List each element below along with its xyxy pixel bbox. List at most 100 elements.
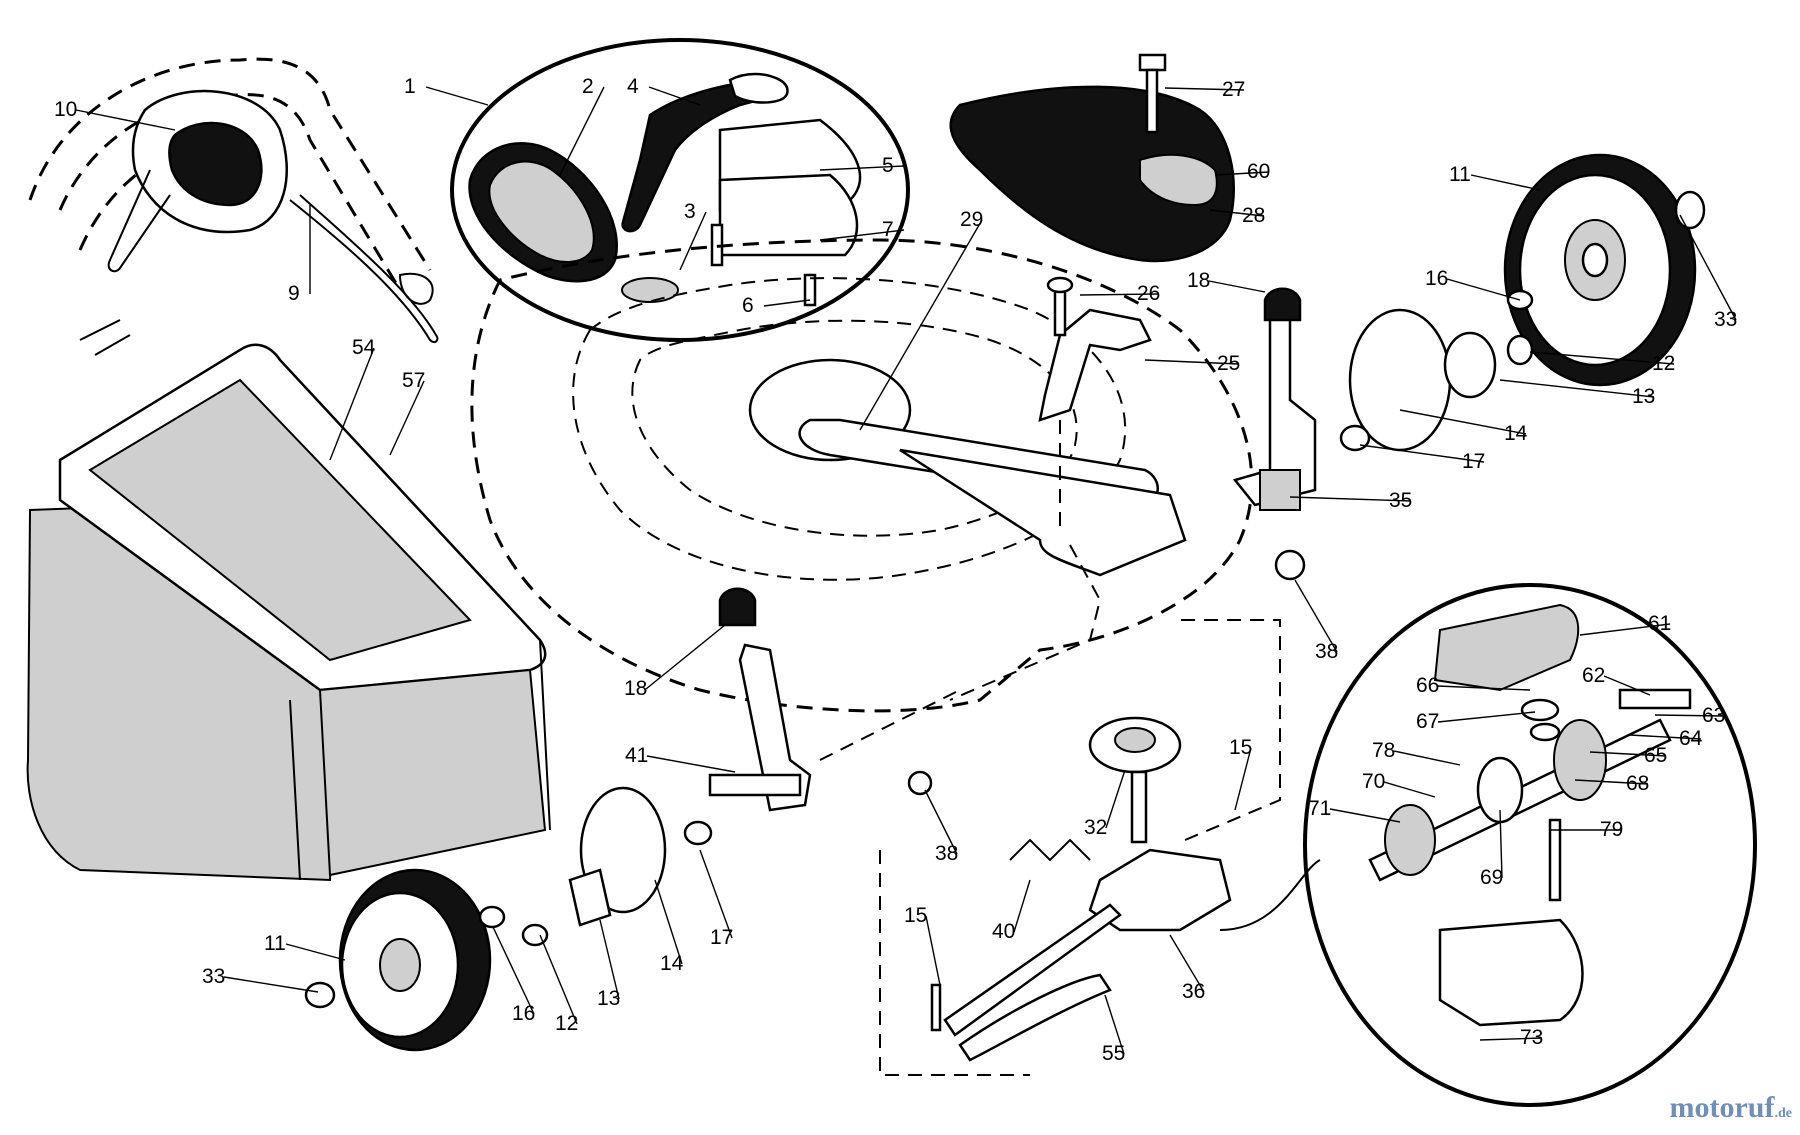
height-adjuster-left	[708, 587, 961, 812]
drive-hub-left	[478, 770, 933, 947]
callout-p54: 54	[352, 336, 376, 359]
leader-line-p1	[425, 86, 489, 106]
leader-line-p11b	[285, 943, 346, 961]
leader-line-p12a	[1529, 351, 1675, 365]
callout-p78: 78	[1372, 739, 1395, 762]
callout-p79: 79	[1600, 818, 1623, 841]
leader-line-p35	[1289, 496, 1412, 502]
callout-p38a: 38	[1315, 640, 1338, 663]
callout-p33b: 33	[202, 965, 225, 988]
callout-p13a: 13	[1632, 385, 1655, 408]
leader-line-p25	[1144, 359, 1240, 365]
callout-p69: 69	[1480, 866, 1503, 889]
leader-line-p63	[1654, 714, 1725, 717]
watermark: motoruf.de	[1670, 1091, 1792, 1125]
leader-line-p2	[559, 86, 605, 176]
callout-p35: 35	[1389, 489, 1412, 512]
leader-line-p40	[1013, 879, 1031, 933]
callout-p12a: 12	[1652, 352, 1675, 375]
watermark-brand: motoruf	[1669, 1091, 1775, 1124]
leader-line-p61	[1579, 623, 1671, 636]
rear-wheel-left	[304, 868, 492, 1052]
callout-p57: 57	[402, 369, 425, 392]
leader-line-p15b	[925, 915, 941, 986]
leader-line-p14a	[1399, 409, 1527, 435]
callout-p71: 71	[1308, 797, 1331, 820]
callout-p13b: 13	[597, 987, 620, 1010]
callout-p3: 3	[684, 200, 696, 223]
leader-line-p62	[1603, 675, 1651, 696]
leader-line-p26	[1079, 293, 1160, 296]
leader-line-p70	[1383, 781, 1436, 798]
leader-line-p11a	[1470, 174, 1541, 191]
callout-p40: 40	[992, 920, 1015, 943]
leader-line-p3	[679, 211, 707, 271]
callout-p60: 60	[1247, 160, 1270, 183]
watermark-tld: .de	[1774, 1106, 1793, 1121]
leader-line-p68	[1574, 779, 1649, 785]
callout-p25: 25	[1217, 352, 1240, 375]
callout-p62: 62	[1582, 664, 1605, 687]
leader-line-p66	[1437, 685, 1531, 691]
callout-p41: 41	[625, 744, 648, 767]
callout-p5: 5	[882, 154, 894, 177]
callout-p2: 2	[582, 75, 594, 98]
callout-p14a: 14	[1504, 422, 1528, 445]
callout-p36: 36	[1182, 980, 1205, 1003]
callout-p38b: 38	[935, 842, 958, 865]
rear-cover	[949, 53, 1235, 263]
leader-line-p18b	[645, 624, 726, 690]
leader-line-p78	[1393, 750, 1461, 766]
callout-p16b: 16	[512, 1002, 535, 1025]
callout-p11b: 11	[264, 932, 286, 955]
callout-p1: 1	[404, 75, 416, 98]
leader-line-p69	[1499, 809, 1503, 879]
grass-catcher	[26, 343, 551, 882]
leader-line-p18a	[1208, 280, 1266, 293]
callout-p12b: 12	[555, 1012, 578, 1035]
callout-p18b: 18	[624, 677, 647, 700]
leader-line-p13a	[1499, 379, 1655, 398]
leader-line-p5	[819, 165, 905, 171]
callout-p11a: 11	[1449, 163, 1471, 186]
callout-p15a: 15	[1229, 736, 1252, 759]
callout-p10: 10	[54, 98, 77, 121]
callout-p64: 64	[1679, 727, 1703, 750]
callout-p9: 9	[288, 282, 300, 305]
leader-line-p14b	[654, 879, 683, 965]
leader-line-p57	[389, 380, 425, 456]
callout-p55: 55	[1102, 1042, 1125, 1065]
leader-line-p71	[1329, 808, 1401, 823]
callout-p27: 27	[1222, 78, 1245, 101]
leader-line-p38b	[924, 789, 958, 855]
callout-p17a: 17	[1462, 450, 1485, 473]
leader-line-p65	[1589, 751, 1667, 757]
callout-p26: 26	[1137, 282, 1160, 305]
leader-line-p13b	[599, 919, 620, 1000]
leader-line-p67	[1437, 711, 1536, 723]
callout-p65: 65	[1644, 744, 1667, 767]
leader-line-p4	[648, 86, 701, 106]
leader-line-p38a	[1294, 579, 1338, 653]
leader-line-p54	[329, 347, 375, 461]
leader-line-p28	[1209, 209, 1265, 217]
leader-line-p17b	[699, 849, 733, 939]
height-adjuster-right	[1232, 287, 1317, 511]
leader-line-p36	[1169, 934, 1205, 993]
callout-p28: 28	[1242, 204, 1265, 227]
transmission-group	[879, 619, 1281, 1076]
callout-p61: 61	[1648, 612, 1671, 635]
mower-deck	[470, 238, 1254, 713]
callout-p17b: 17	[710, 926, 733, 949]
leader-line-p41	[646, 755, 736, 773]
callout-p29: 29	[960, 208, 983, 231]
leader-line-p17a	[1359, 444, 1485, 463]
callout-p18a: 18	[1187, 269, 1210, 292]
callout-p14b: 14	[660, 952, 684, 975]
callout-p16a: 16	[1425, 267, 1448, 290]
callout-p68: 68	[1626, 772, 1649, 795]
callout-p73: 73	[1520, 1026, 1543, 1049]
callout-p67: 67	[1416, 710, 1439, 733]
